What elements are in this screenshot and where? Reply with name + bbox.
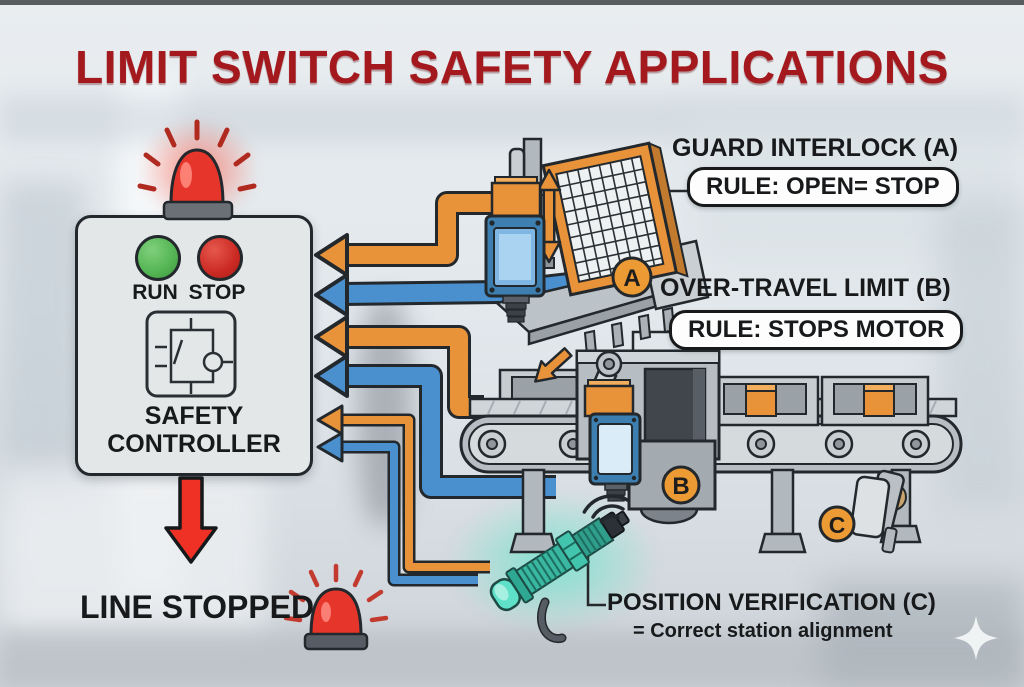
- over-travel-title: OVER-TRAVEL LIMIT (B): [660, 274, 951, 302]
- position-verification-subtitle: = Correct station alignment: [633, 620, 893, 642]
- relay-contact-icon: [145, 310, 237, 398]
- conveyor-scene: B C: [459, 347, 963, 554]
- over-travel-rule-pill: RULE: STOPS MOTOR: [669, 310, 964, 350]
- arrow-position-blue: [316, 431, 478, 587]
- alarm-beacon-icon: [137, 119, 257, 221]
- limit-switch-a: [484, 147, 546, 323]
- gate-motion-arrow: [536, 168, 562, 264]
- conveyor-tray: [820, 375, 930, 427]
- line-stopped-label: LINE STOPPED: [80, 589, 315, 625]
- stop-label: STOP: [188, 281, 246, 304]
- guard-interlock-scene: A: [484, 137, 710, 357]
- sparkle-watermark-icon: [954, 616, 998, 660]
- line-stopped-arrow: [164, 476, 218, 564]
- top-edge-strip: [0, 0, 1024, 5]
- safety-controller-panel: RUN STOP SAFETY CONTROLLER: [75, 215, 313, 476]
- siren-icon: [283, 563, 389, 651]
- overtravel-motion-arrow: [534, 347, 573, 383]
- limit-switch-b: [583, 350, 642, 502]
- stop-led: [197, 235, 243, 281]
- svg-text:C: C: [829, 512, 846, 538]
- leader-position: [586, 548, 606, 607]
- badge-c: C: [818, 505, 856, 543]
- svg-text:A: A: [623, 265, 640, 292]
- badge-b: B: [661, 465, 701, 505]
- guard-interlock-title: GUARD INTERLOCK (A): [672, 134, 959, 162]
- proximity-sensor: [489, 494, 630, 644]
- arrow-overtravel-blue: [314, 354, 556, 499]
- station-bracket-c: [849, 469, 907, 554]
- arrow-guard-orange: [314, 191, 497, 277]
- svg-text:B: B: [672, 473, 689, 500]
- conveyor-tray: [710, 375, 820, 427]
- badge-a: A: [611, 256, 653, 298]
- mesh-guard-gate: [541, 141, 689, 297]
- page-title: LIMIT SWITCH SAFETY APPLICATIONS: [75, 41, 949, 93]
- position-verification-title: POSITION VERIFICATION (C): [607, 589, 936, 616]
- guard-rule-pill: RULE: OPEN= STOP: [687, 167, 959, 207]
